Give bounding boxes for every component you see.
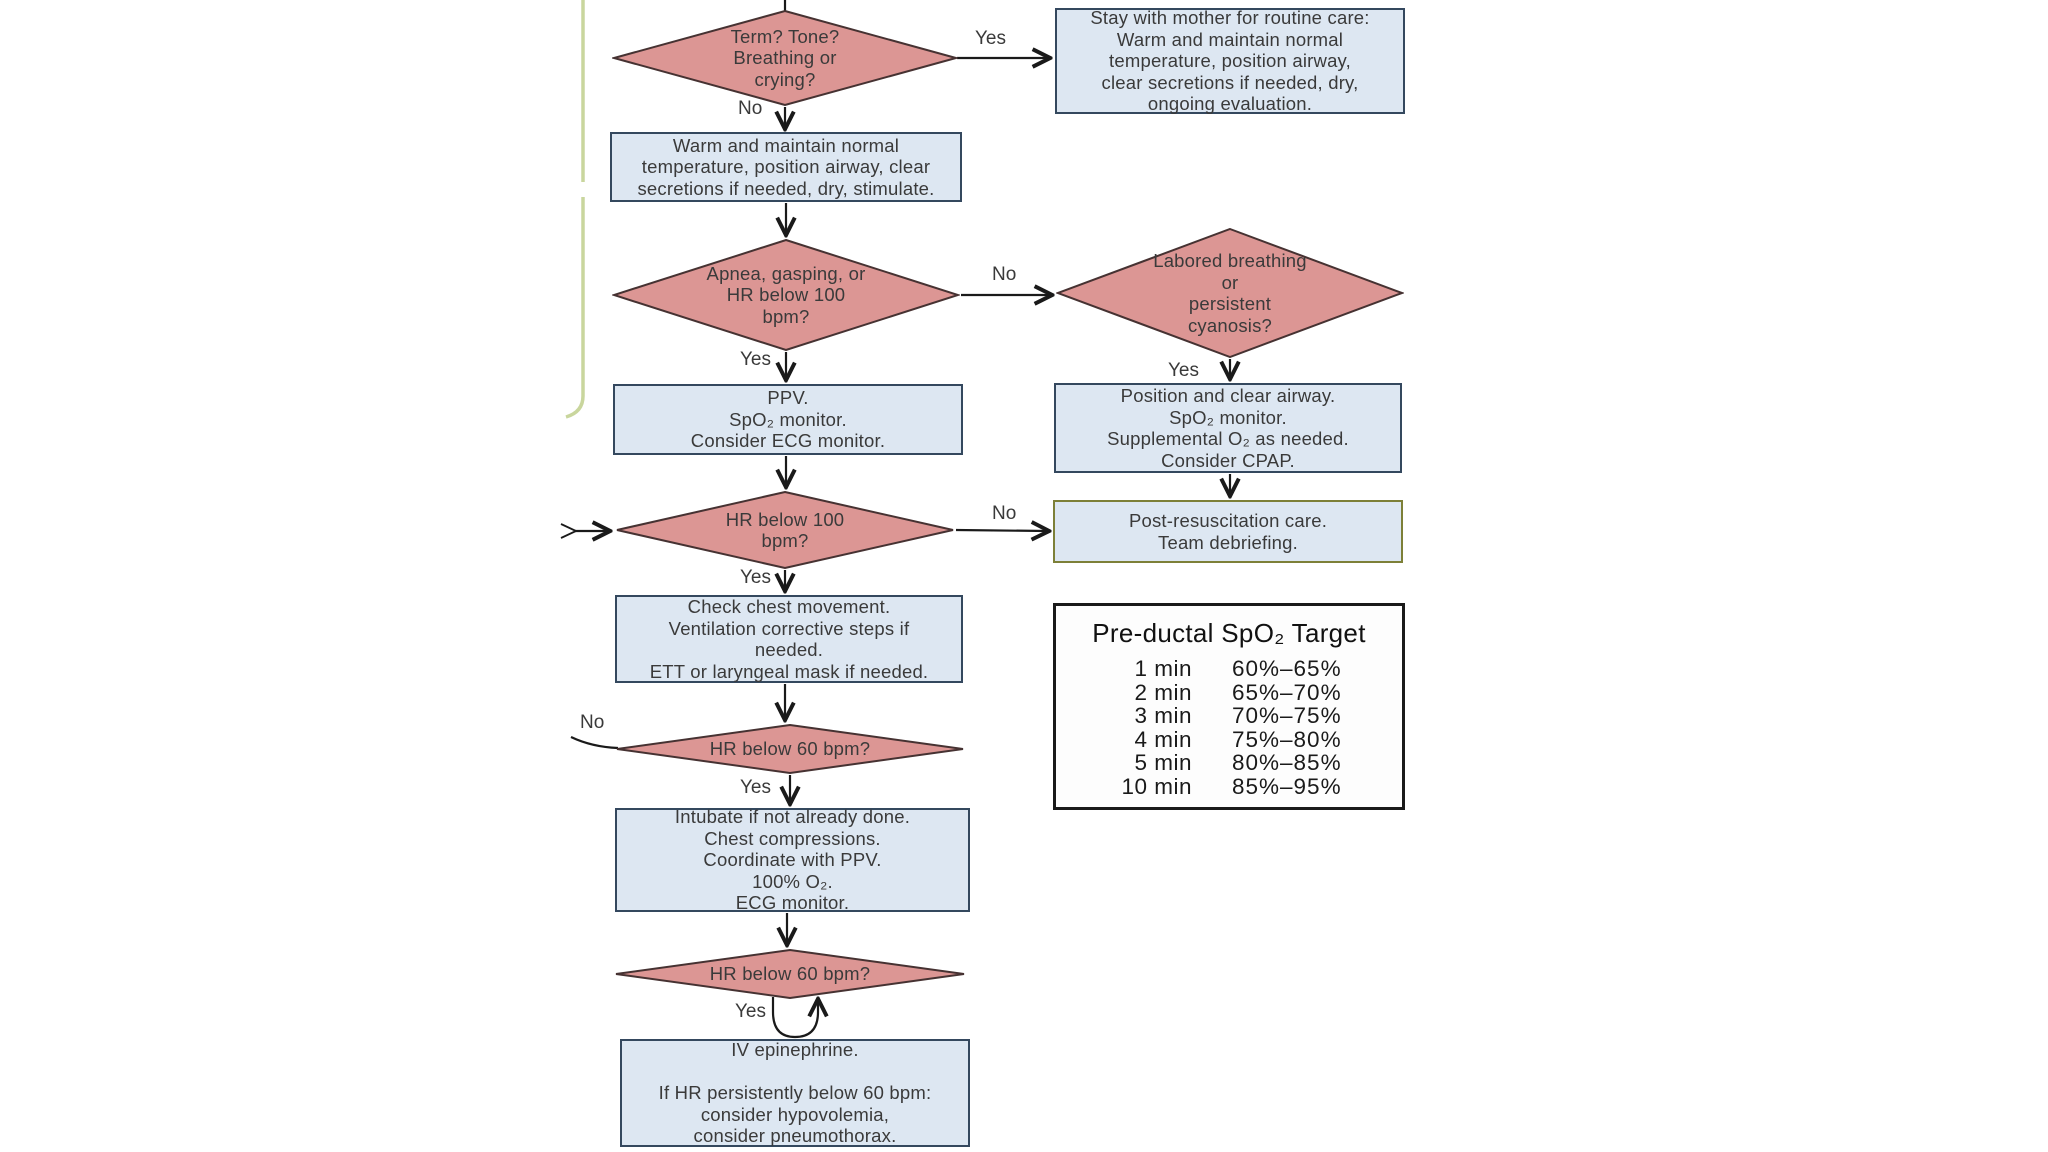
curve-hr60-no bbox=[570, 736, 619, 750]
process-stay-with-mother: Stay with mother for routine care: Warm … bbox=[1055, 7, 1405, 115]
process-chest-label: Check chest movement. Ventilation correc… bbox=[649, 596, 929, 682]
diamond-shape bbox=[616, 724, 964, 774]
left-bracket bbox=[565, 0, 585, 419]
spo2-row-time: 5 min bbox=[1134, 750, 1192, 775]
label-yes-hr60b: Yes bbox=[735, 1001, 766, 1022]
spo2-row-range: 65%–70% bbox=[1232, 679, 1342, 705]
diamond-shape bbox=[1056, 228, 1404, 358]
label-no-term: No bbox=[738, 98, 763, 119]
process-position-airway: Position and clear airway. SpO₂ monitor.… bbox=[1054, 383, 1402, 473]
process-intubate-compressions: Intubate if not already done. Chest comp… bbox=[615, 806, 970, 914]
decision-labored-breathing: Labored breathing or persistent cyanosis… bbox=[1056, 228, 1404, 358]
label-yes-labored: Yes bbox=[1168, 360, 1199, 381]
process-intubate-label: Intubate if not already done. Chest comp… bbox=[674, 806, 911, 914]
decision-term-label: Term? Tone? Breathing or crying? bbox=[730, 25, 840, 90]
decision-labored-label: Labored breathing or persistent cyanosis… bbox=[1153, 250, 1307, 336]
label-no-hr60: No bbox=[580, 712, 605, 733]
process-postresus-label: Post-resuscitation care. Team debriefing… bbox=[1128, 510, 1328, 553]
spo2-row-time: 4 min bbox=[1134, 726, 1192, 752]
arrow-hr60b-loop bbox=[771, 997, 818, 1039]
decision-hr60-second-label: HR below 60 bpm? bbox=[709, 963, 871, 985]
process-position-label: Position and clear airway. SpO₂ monitor.… bbox=[1107, 385, 1349, 471]
process-epinephrine-label: IV epinephrine. If HR persistently below… bbox=[658, 1039, 932, 1147]
spo2-row-time: 3 min bbox=[1134, 703, 1192, 728]
diamond-shape bbox=[616, 491, 954, 569]
process-ppv-label: PPV. SpO₂ monitor. Consider ECG monitor. bbox=[690, 387, 886, 452]
spo2-row-range: 70%–75% bbox=[1232, 703, 1342, 728]
label-yes-hr100: Yes bbox=[740, 567, 771, 588]
spo2-row-time: 2 min bbox=[1134, 679, 1192, 705]
process-stay-label: Stay with mother for routine care: Warm … bbox=[1090, 7, 1370, 115]
spo2-row-range: 75%–80% bbox=[1232, 726, 1342, 752]
decision-apnea-label: Apnea, gasping, or HR below 100 bpm? bbox=[706, 262, 866, 327]
process-warm-maintain: Warm and maintain normal temperature, po… bbox=[610, 132, 962, 202]
label-no-apnea: No bbox=[992, 264, 1017, 285]
process-ppv: PPV. SpO₂ monitor. Consider ECG monitor. bbox=[613, 384, 963, 455]
decision-hr60-first-label: HR below 60 bpm? bbox=[709, 738, 871, 760]
spo2-row-range: 80%–85% bbox=[1232, 750, 1342, 775]
spo2-table-title: Pre-ductal SpO₂ Target bbox=[1092, 618, 1366, 648]
spo2-row-range: 60%–65% bbox=[1232, 656, 1342, 681]
spo2-row-range: 85%–95% bbox=[1232, 773, 1342, 799]
process-check-chest: Check chest movement. Ventilation correc… bbox=[615, 595, 963, 683]
label-yes-apnea: Yes bbox=[740, 349, 771, 370]
decision-apnea-gasping: Apnea, gasping, or HR below 100 bpm? bbox=[612, 239, 960, 351]
decision-hr-below-100: HR below 100 bpm? bbox=[615, 491, 955, 569]
process-post-resuscitation: Post-resuscitation care. Team debriefing… bbox=[1053, 500, 1403, 563]
decision-term-tone-breathing: Term? Tone? Breathing or crying? bbox=[612, 10, 958, 106]
label-yes-term: Yes bbox=[975, 28, 1006, 49]
spo2-target-table: Pre-ductal SpO₂ Target 1 min 60%–65% 2 m… bbox=[1053, 603, 1405, 810]
spo2-row-time: 1 min bbox=[1134, 656, 1192, 681]
decision-hr100-label: HR below 100 bpm? bbox=[725, 508, 845, 552]
diamond-shape bbox=[612, 10, 958, 106]
label-yes-hr60: Yes bbox=[740, 777, 771, 798]
process-warm-label: Warm and maintain normal temperature, po… bbox=[637, 134, 935, 199]
decision-hr-below-60-first: HR below 60 bpm? bbox=[615, 724, 965, 774]
diamond-shape bbox=[615, 949, 965, 999]
label-no-hr100: No bbox=[992, 503, 1017, 524]
spo2-table-rows: 1 min 60%–65% 2 min 65%–70% 3 min 70%–75… bbox=[1074, 657, 1384, 798]
arrow-hr100-to-postresus bbox=[955, 530, 1047, 531]
diamond-shape bbox=[612, 239, 960, 351]
process-iv-epinephrine: IV epinephrine. If HR persistently below… bbox=[620, 1039, 970, 1147]
chevron-left-entry-hr100 bbox=[560, 523, 579, 539]
spo2-row-time: 10 min bbox=[1121, 773, 1192, 799]
decision-hr-below-60-second: HR below 60 bpm? bbox=[614, 949, 966, 999]
